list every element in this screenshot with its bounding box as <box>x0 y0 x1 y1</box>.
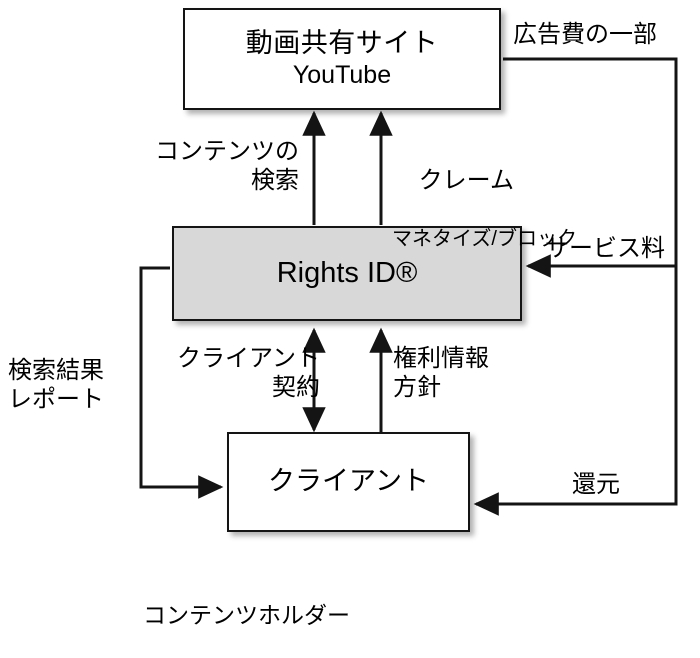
edge-label-claim-sub: マネタイズ/ブロック <box>392 227 577 250</box>
edge-label-search-report: 検索結果 レポート <box>8 357 104 414</box>
footnote-line-1: コンテンツホルダー <box>143 601 350 628</box>
edge-label-content-search: コンテンツの 検索 <box>155 138 299 195</box>
node-rights-id[interactable]: Rights ID® <box>172 226 522 321</box>
edge-label-service-fee: サービス料 <box>545 235 665 262</box>
edge-label-return: 還元 <box>572 471 620 498</box>
node-youtube-line-2: YouTube <box>292 61 392 90</box>
node-client[interactable]: クライアント <box>227 432 470 532</box>
footnote-content-holder: コンテンツホルダー 放送局、レコード会社、映画配給会社、コンテ ンツ制作会社(音… <box>143 543 626 658</box>
node-rights-id-label: Rights ID® <box>276 256 418 289</box>
edge-label-claim-main: クレーム <box>418 167 514 195</box>
node-client-label: クライアント <box>268 466 429 497</box>
edge-label-rights-info: 権利情報 方針 <box>393 345 489 402</box>
node-youtube[interactable]: 動画共有サイト YouTube <box>183 8 501 110</box>
edge-label-ad-share: 広告費の一部 <box>513 21 657 48</box>
edge-label-client-contract: クライアント 契約 <box>177 345 321 402</box>
node-youtube-line-1: 動画共有サイト <box>245 28 439 59</box>
edge-label-claim: クレーム マネタイズ/ブロック <box>392 137 577 310</box>
